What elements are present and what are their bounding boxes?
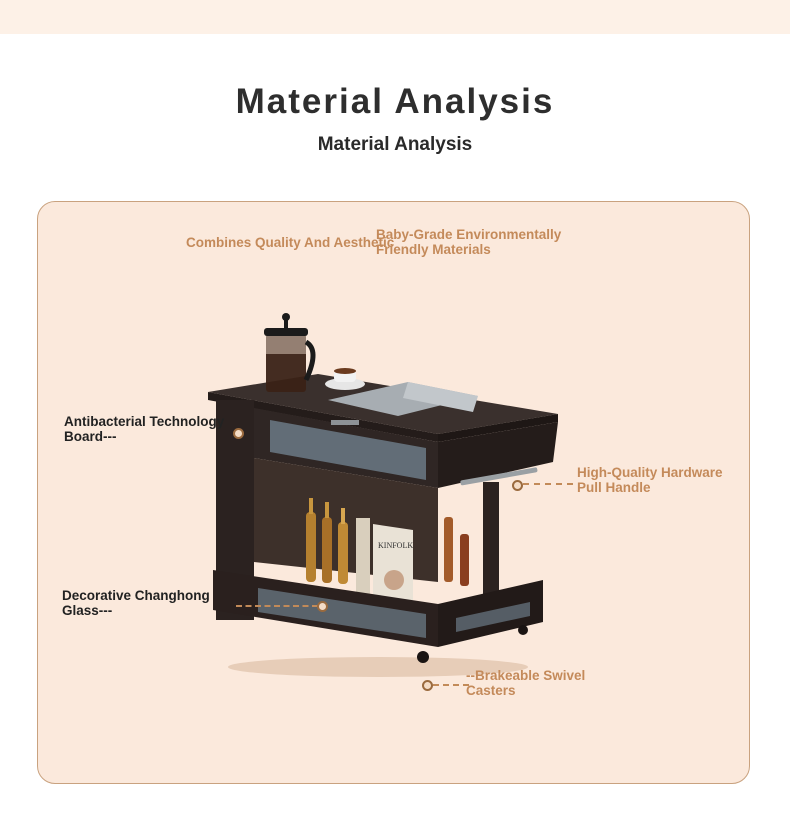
callout-changhong-glass: Decorative Changhong Glass---: [62, 588, 210, 618]
callout-pull-handle: High-Quality Hardware Pull Handle: [577, 465, 723, 495]
tray-glass: [258, 588, 426, 638]
caster-icon: [518, 625, 528, 635]
drawer-glass: [270, 420, 426, 480]
drawer-side: [438, 422, 558, 488]
floor-shadow: [228, 657, 528, 677]
callout-dot-glass: [317, 601, 328, 612]
callout-antibacterial-board: Antibacterial Technology Board---: [64, 414, 225, 444]
callout-line-casters: [433, 684, 469, 686]
headline-quality: Combines Quality And Aesthetic: [186, 235, 395, 250]
material-panel: Combines Quality And Aesthetic Baby-Grad…: [37, 201, 750, 784]
callout-line-glass: [236, 605, 318, 607]
bottle-icon: [306, 498, 348, 584]
side-table-illustration: KINFOLK: [208, 313, 558, 677]
right-post: [483, 482, 499, 622]
book-icon: KINFOLK: [356, 518, 413, 617]
tray-side-glass: [456, 602, 530, 632]
headline-materials: Baby-Grade Environmentally Friendly Mate…: [376, 227, 562, 257]
bottle-icon: [444, 517, 453, 582]
page-title: Material Analysis: [235, 82, 555, 121]
book-title: KINFOLK: [378, 541, 413, 550]
bottle-icon: [460, 534, 469, 586]
callout-casters: --Brakeable Swivel Casters: [466, 668, 586, 698]
coffee-cup-icon: [325, 368, 365, 390]
top-band: [0, 0, 790, 34]
table-top-edge: [208, 392, 438, 442]
callout-line-handle: [523, 483, 573, 485]
coffee-press-icon: [264, 313, 316, 392]
callout-dot-antibacterial: [233, 428, 244, 439]
caster-icon: [417, 651, 429, 663]
pull-handle: [460, 467, 538, 486]
page-subtitle: Material Analysis: [317, 134, 473, 155]
laptop-icon: [328, 382, 478, 425]
callout-dot-casters: [422, 680, 433, 691]
table-top-side: [438, 414, 558, 442]
callout-dot-handle: [512, 480, 523, 491]
